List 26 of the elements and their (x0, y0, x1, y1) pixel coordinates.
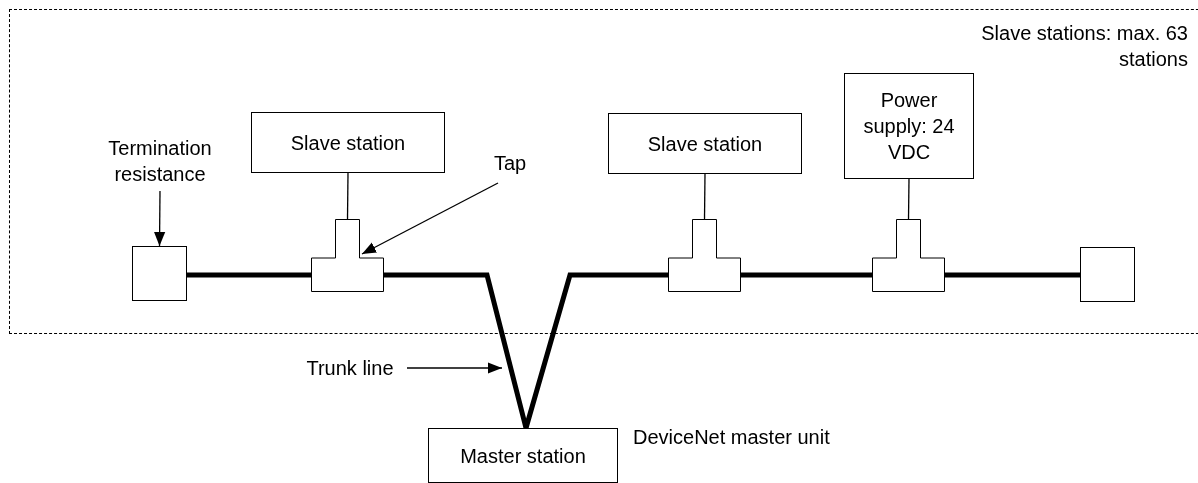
trunk-line (384, 272, 529, 429)
drop-line (907, 178, 910, 220)
drop-line (703, 173, 706, 220)
leader-line (154, 190, 166, 247)
trunk-line (523, 272, 668, 429)
trunk-line (741, 272, 872, 278)
leader-line (361, 182, 499, 255)
tap-connector (668, 219, 741, 292)
label-text: Termination resistance (100, 135, 220, 187)
station-box: Slave station (608, 113, 802, 174)
trunk-line (945, 272, 1080, 278)
trunk-line (187, 272, 311, 278)
station-box: Power supply: 24 VDC (844, 73, 974, 179)
station-box: Master station (428, 428, 618, 483)
terminator-box (132, 246, 187, 301)
region-title: Slave stations: max. 63 stations (980, 21, 1188, 72)
unit-caption: DeviceNet master unit (633, 425, 830, 450)
tap-connector (311, 219, 384, 292)
tap-connector (872, 219, 945, 292)
dashed-region (9, 9, 1198, 334)
label-text: Tap (480, 150, 540, 176)
terminator-box (1080, 247, 1135, 302)
station-box: Slave station (251, 112, 445, 173)
label-text: Trunk line (300, 355, 400, 381)
leader-line (406, 362, 503, 374)
drop-line (346, 172, 349, 220)
